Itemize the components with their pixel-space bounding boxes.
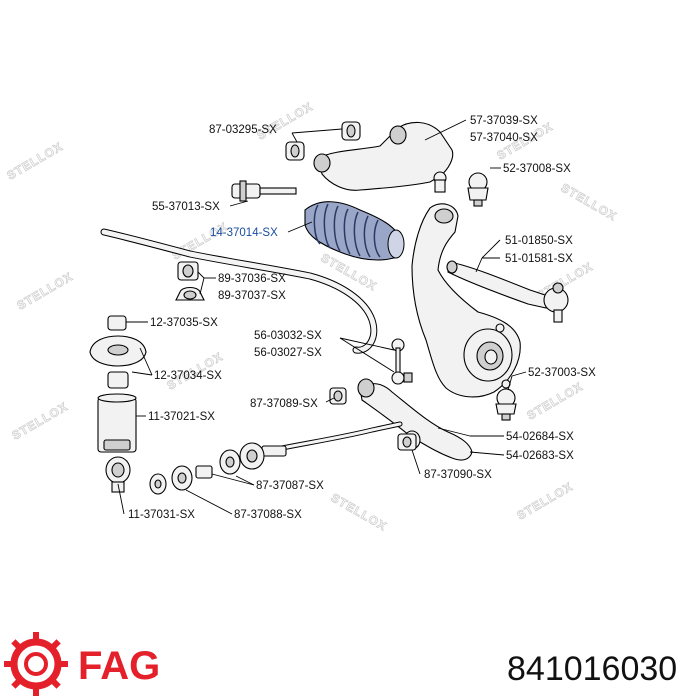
watermark: STELLOX xyxy=(255,99,316,142)
label-51-01850: 51-01850-SX xyxy=(505,235,573,247)
label-87-37087: 87-37087-SX xyxy=(256,480,324,492)
label-12-37035: 12-37035-SX xyxy=(150,317,218,329)
fag-logo: FAG xyxy=(4,632,160,696)
bushing-87-03295 xyxy=(285,121,361,161)
tie-rod-end xyxy=(446,260,569,323)
part-labels: 87-03295-SX 57-37039-SX 57-37040-SX 52-3… xyxy=(128,115,596,521)
label-56-03032: 56-03032-SX xyxy=(254,330,322,342)
stabilizer-bar xyxy=(100,228,378,354)
label-56-03027: 56-03027-SX xyxy=(254,347,322,359)
label-14-37014: 14-37014-SX xyxy=(210,227,278,239)
label-89-37037: 89-37037-SX xyxy=(218,290,286,302)
label-11-37021: 11-37021-SX xyxy=(148,411,215,423)
part-number: 841016030 xyxy=(507,650,677,688)
label-87-37089: 87-37089-SX xyxy=(250,398,318,410)
watermark: STELLOX xyxy=(5,139,66,182)
label-52-37008: 52-37008-SX xyxy=(503,163,571,175)
stabilizer-bushings xyxy=(175,261,205,301)
leader-lines xyxy=(117,119,527,515)
steering-boot xyxy=(304,201,405,261)
watermark: STELLOX xyxy=(515,479,576,522)
watermark: STELLOX xyxy=(15,269,76,312)
label-87-37088: 87-37088-SX xyxy=(234,509,302,521)
label-89-37036: 89-37036-SX xyxy=(218,273,286,285)
label-54-02684: 54-02684-SX xyxy=(506,431,574,443)
strut-rod xyxy=(259,421,403,457)
bump-stop xyxy=(97,393,137,453)
upper-control-arm xyxy=(313,121,454,193)
stabilizer-link xyxy=(391,338,413,385)
label-54-02683: 54-02683-SX xyxy=(506,450,574,462)
brand-name: FAG xyxy=(78,644,160,688)
watermark: STELLOX xyxy=(525,379,586,422)
label-12-37034: 12-37034-SX xyxy=(154,370,222,382)
watermark: STELLOX xyxy=(10,399,71,442)
inner-tie-rod xyxy=(231,180,297,202)
label-57-37040: 57-37040-SX xyxy=(470,132,538,144)
strut-rod-bushings xyxy=(149,442,265,495)
label-11-37031: 11-37031-SX xyxy=(128,509,195,521)
label-52-37003: 52-37003-SX xyxy=(528,367,596,379)
parts-layer xyxy=(89,121,569,495)
label-87-37090: 87-37090-SX xyxy=(424,469,492,481)
lower-ball-joint xyxy=(495,388,517,421)
bushing-87-37089 xyxy=(329,387,347,405)
watermark: STELLOX xyxy=(559,180,620,223)
upper-ball-joint xyxy=(467,172,489,207)
strut-boot xyxy=(105,456,131,493)
label-55-37013: 55-37013-SX xyxy=(152,201,220,213)
steering-knuckle xyxy=(411,203,521,398)
strut-mount xyxy=(89,315,147,389)
fag-bearing-icon xyxy=(4,632,68,696)
label-51-01581: 51-01581-SX xyxy=(505,253,573,265)
bushing-87-37090 xyxy=(397,433,417,451)
label-57-37039: 57-37039-SX xyxy=(470,115,538,127)
label-87-03295: 87-03295-SX xyxy=(209,124,277,136)
watermark: STELLOX xyxy=(329,490,390,533)
